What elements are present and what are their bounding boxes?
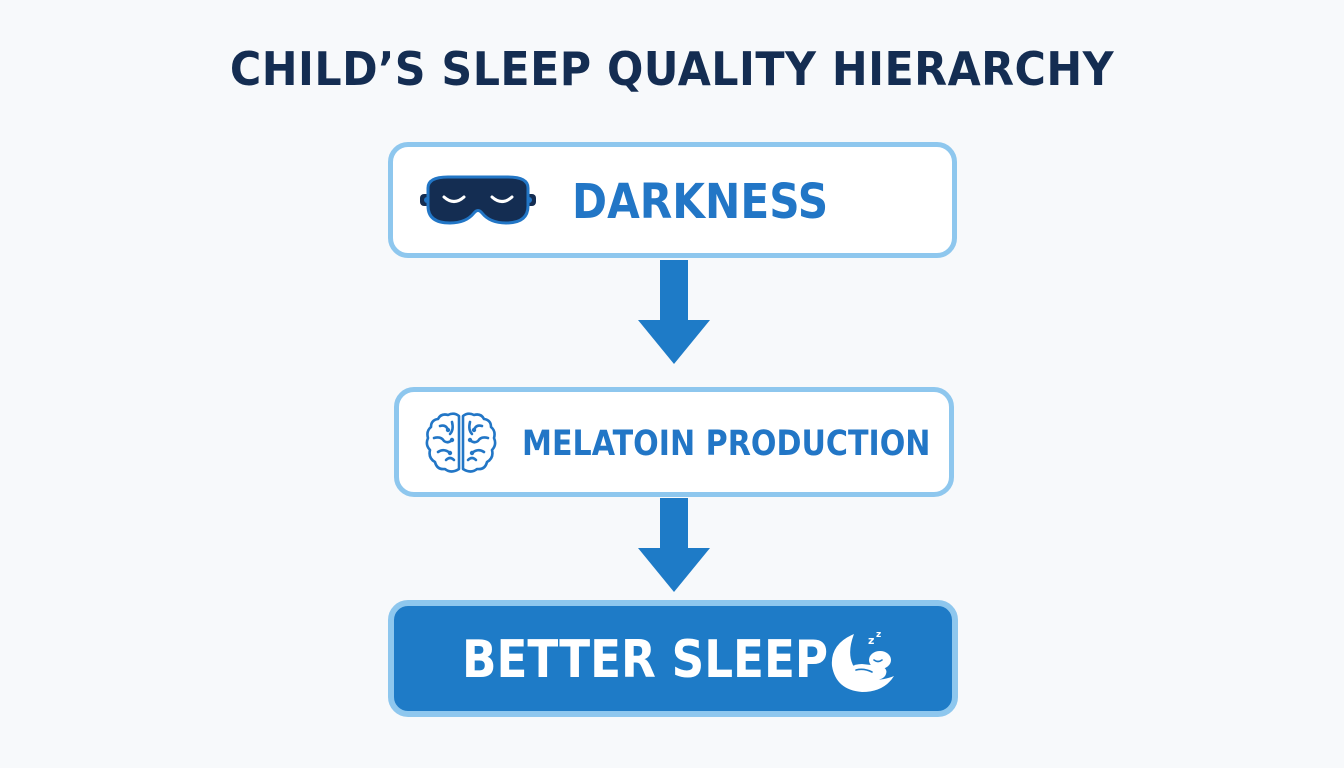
step-label-melatonin: MELATOIN PRODUCTION bbox=[522, 424, 931, 464]
step-label-better-sleep: BETTER SLEEP bbox=[462, 630, 829, 690]
sleeping-child-moon-icon: z z bbox=[824, 624, 904, 698]
step-box-melatonin bbox=[394, 387, 954, 497]
diagram-title: CHILD’S SLEEP QUALITY HIERARCHY bbox=[229, 42, 1115, 96]
down-arrow-icon bbox=[638, 498, 710, 594]
brain-icon bbox=[424, 410, 498, 476]
step-label-darkness: DARKNESS bbox=[572, 174, 829, 230]
step-box-better-sleep bbox=[388, 600, 958, 717]
sleep-mask-icon bbox=[418, 174, 538, 226]
svg-text:z: z bbox=[876, 630, 881, 640]
svg-text:z: z bbox=[868, 634, 874, 647]
down-arrow-icon bbox=[638, 260, 710, 366]
